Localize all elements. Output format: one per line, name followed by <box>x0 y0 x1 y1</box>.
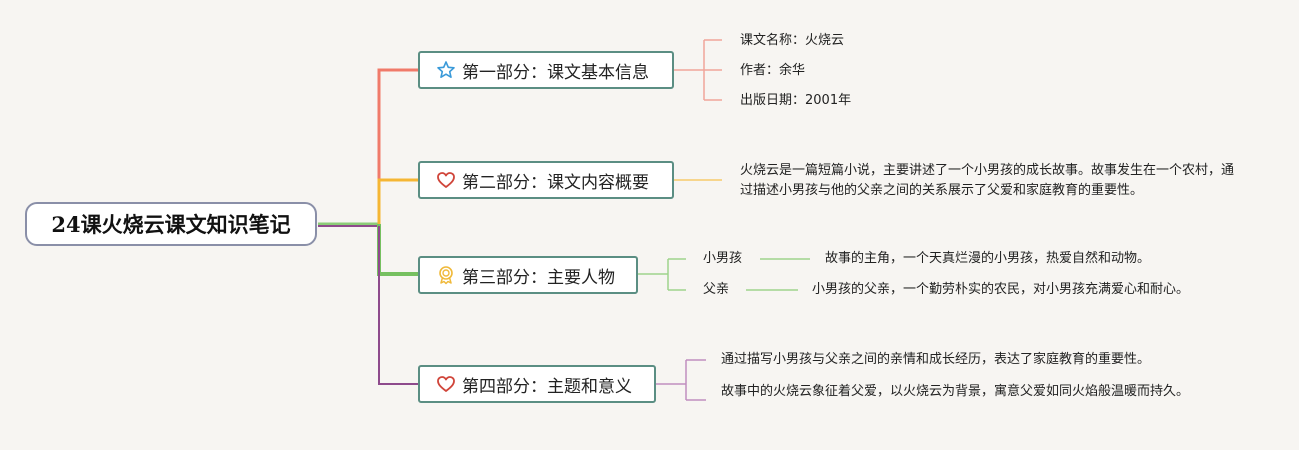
branch-label: 第四部分：主题和意义 <box>462 376 632 397</box>
character-desc[interactable]: 小男孩的父亲，一个勤劳朴实的农民，对小男孩充满爱心和耐心。 <box>812 282 1190 297</box>
leaf-summary[interactable]: 火烧云是一篇短篇小说，主要讲述了一个小男孩的成长故事。故事发生在一个农村，通过描… <box>740 163 1235 198</box>
branch-3-leaf-connector <box>638 258 686 291</box>
branch-1-connector <box>377 68 418 180</box>
leaf-date[interactable]: 出版日期：2001年 <box>740 93 852 108</box>
character-name[interactable]: 父亲 <box>703 282 730 297</box>
branch-3-connector <box>377 224 418 276</box>
branch-4-leaf-connector <box>656 359 706 401</box>
heart-icon <box>436 374 456 394</box>
branch-characters[interactable]: 第三部分：主要人物 <box>418 256 638 294</box>
branch-content-summary[interactable]: 第二部分：课文内容概要 <box>418 161 674 199</box>
character-desc[interactable]: 故事的主角，一个天真烂漫的小男孩，热爱自然和动物。 <box>825 251 1151 266</box>
heart-icon <box>436 170 456 190</box>
root-title: 24课火烧云课文知识笔记 <box>51 212 291 237</box>
branch-4-connector <box>378 226 418 385</box>
leaf-theme[interactable]: 通过描写小男孩与父亲之间的亲情和成长经历，表达了家庭教育的重要性。 <box>721 352 1151 367</box>
branch-1-leaf-connector <box>674 39 722 101</box>
leaf-title[interactable]: 课文名称：火烧云 <box>740 33 845 48</box>
branch-2-connector <box>377 178 418 224</box>
star-icon <box>436 60 456 80</box>
leaf-author[interactable]: 作者：余华 <box>740 63 806 78</box>
branch-basic-info[interactable]: 第一部分：课文基本信息 <box>418 51 674 89</box>
leaf-meaning[interactable]: 故事中的火烧云象征着父爱，以火烧云为背景，寓意父爱如同火焰般温暖而持久。 <box>721 384 1190 399</box>
root-topic[interactable]: 24课火烧云课文知识笔记 <box>25 202 317 246</box>
character-name[interactable]: 小男孩 <box>703 251 743 266</box>
branch-label: 第二部分：课文内容概要 <box>462 172 649 193</box>
branch-label: 第一部分：课文基本信息 <box>462 62 649 83</box>
branch-theme[interactable]: 第四部分：主题和意义 <box>418 365 656 403</box>
branch-label: 第三部分：主要人物 <box>462 267 615 288</box>
award-icon <box>436 265 456 285</box>
